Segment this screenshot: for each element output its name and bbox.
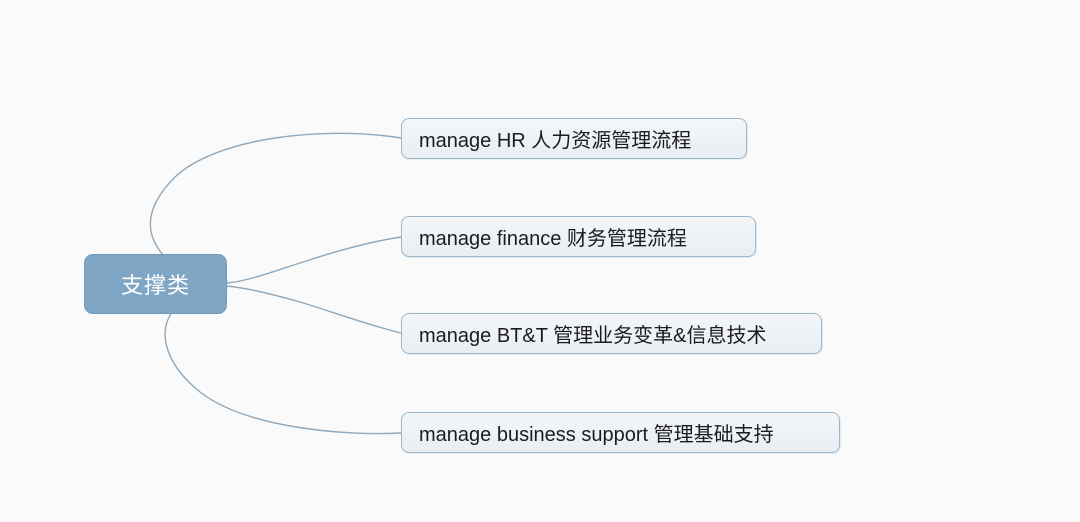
child-node-3[interactable]: manage BT&T 管理业务变革&信息技术 <box>401 313 822 354</box>
child-node-4[interactable]: manage business support 管理基础支持 <box>401 412 840 453</box>
child-node-2-label: manage finance 财务管理流程 <box>419 228 687 250</box>
root-node[interactable]: 支撑类 <box>84 254 227 314</box>
root-node-label: 支撑类 <box>120 273 190 298</box>
child-node-1-label: manage HR 人力资源管理流程 <box>419 130 692 152</box>
connector-to-child-2 <box>226 236 402 284</box>
connector-to-child-3 <box>226 285 402 334</box>
child-node-2[interactable]: manage finance 财务管理流程 <box>401 216 756 257</box>
child-node-1[interactable]: manage HR 人力资源管理流程 <box>401 118 747 159</box>
child-node-4-label: manage business support 管理基础支持 <box>419 424 774 446</box>
child-node-3-label: manage BT&T 管理业务变革&信息技术 <box>419 325 767 347</box>
